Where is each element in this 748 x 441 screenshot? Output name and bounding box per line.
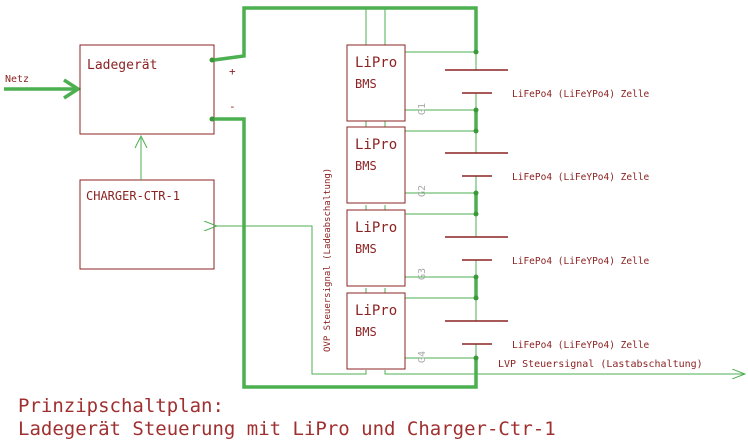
cell-label: LiFePo4 (LiFeYPo4) Zelle	[512, 89, 650, 100]
mains-input: Netz	[4, 74, 82, 100]
minus-bus-wire	[214, 117, 478, 389]
junction-nodes	[209, 49, 479, 361]
plus-bus-wire	[213, 6, 478, 62]
bms-label-line2: BMS	[355, 242, 377, 256]
junction-node	[473, 274, 479, 280]
bms-group-tag: G3	[417, 268, 428, 280]
junction-node	[473, 49, 479, 55]
bms-box	[346, 292, 406, 370]
ctr-arrow-icon	[134, 134, 148, 149]
battery-cell: LiFePo4 (LiFeYPo4) Zelle	[445, 152, 650, 183]
junction-node	[473, 211, 479, 217]
bms-label-line2: BMS	[355, 77, 377, 91]
plus-terminal-label: +	[229, 65, 236, 78]
bms-label-line1: LiPro	[355, 55, 397, 71]
diagram-title-line1: Prinzipschaltplan:	[18, 395, 224, 417]
bms-group-tag: G2	[417, 185, 428, 197]
charger-ctr-block: CHARGER-CTR-1	[79, 134, 215, 270]
bms-label-line1: LiPro	[355, 303, 397, 319]
mains-arrow-icon	[63, 78, 82, 100]
ovp-signal-wire	[216, 226, 367, 375]
charger-box	[79, 44, 215, 135]
battery-cell: LiFePo4 (LiFeYPo4) Zelle	[445, 236, 650, 267]
junction-node	[473, 128, 479, 134]
bms-box	[346, 209, 406, 287]
charger-label: Ladegerät	[87, 58, 157, 73]
netz-label: Netz	[5, 74, 29, 85]
bms-label-line2: BMS	[355, 159, 377, 173]
charger-ctr-label: CHARGER-CTR-1	[86, 189, 180, 203]
junction-node	[473, 190, 479, 196]
cell-label: LiFePo4 (LiFeYPo4) Zelle	[512, 172, 650, 183]
cell-label: LiFePo4 (LiFeYPo4) Zelle	[512, 340, 650, 351]
bms-box	[346, 44, 406, 122]
lvp-signal-label: LVP Steuersignal (Lastabschaltung)	[498, 359, 703, 370]
main-wires	[213, 6, 478, 389]
battery-cell: LiFePo4 (LiFeYPo4) Zelle	[445, 320, 650, 351]
minus-terminal-label: -	[229, 100, 236, 113]
battery-cell: LiFePo4 (LiFeYPo4) Zelle	[445, 69, 650, 100]
charger-block: Ladegerät + -	[79, 44, 236, 135]
bms-box	[346, 126, 406, 204]
bms-label-line1: LiPro	[355, 137, 397, 153]
diagram-title-line2: Ladegerät Steuerung mit LiPro und Charge…	[18, 418, 556, 440]
junction-node	[473, 355, 479, 361]
cell-label: LiFePo4 (LiFeYPo4) Zelle	[512, 256, 650, 267]
lvp-signal-wire	[384, 370, 745, 374]
bms-group-tag: G1	[417, 103, 428, 115]
thin-wires	[216, 8, 745, 374]
junction-node	[473, 107, 479, 113]
junction-node	[209, 57, 215, 63]
junction-node	[209, 116, 215, 122]
junction-node	[473, 295, 479, 301]
bms-label-line1: LiPro	[355, 220, 397, 236]
ovp-signal-label: OVP Steuersignal (Ladeabschaltung)	[323, 168, 333, 352]
bms-group-tag: G4	[417, 351, 428, 363]
bms-label-line2: BMS	[355, 325, 377, 339]
